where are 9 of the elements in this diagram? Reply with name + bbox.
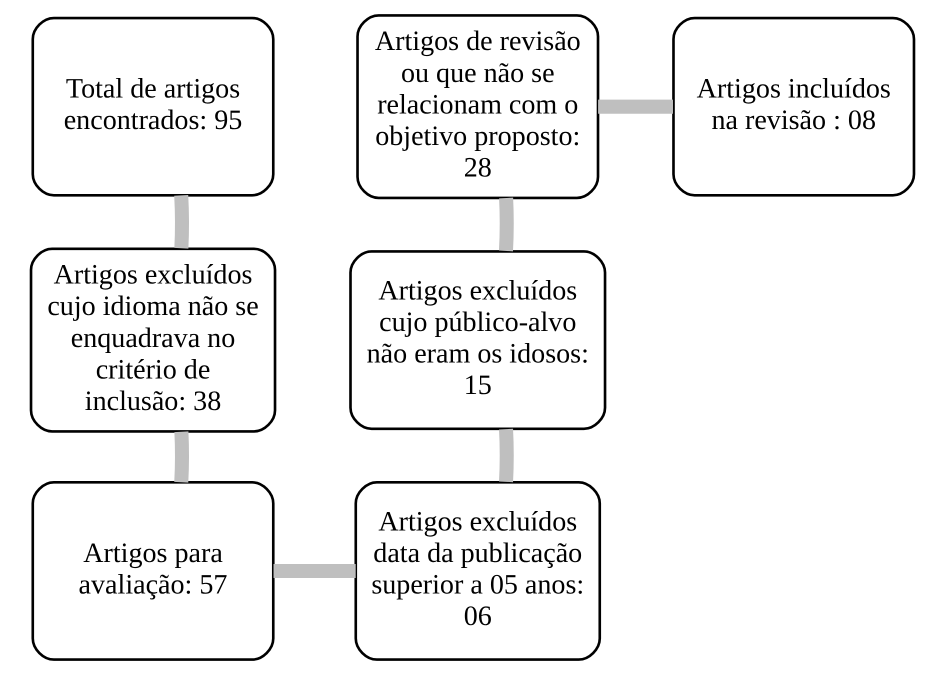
connector	[598, 100, 672, 114]
node-box: Artigos para avaliação: 57	[30, 481, 274, 661]
node-box: Total de artigos encontrados: 95	[30, 16, 274, 197]
connector	[273, 564, 356, 578]
node-box: Artigos excluídos data da publicação superior a 05 anos: 06	[354, 481, 601, 661]
node-box: Artigos de revisão ou que não se relacionam com o objetivo proposto: 28	[356, 14, 599, 200]
node-box: Artigos excluídos cujo público-alvo não eram os idosos: 15	[348, 250, 606, 430]
node-box: Artigos excluídos cujo idioma não se enquadrava no critério de inclusão: 38	[29, 248, 276, 433]
node-box: Artigos incluídos na revisão : 08	[672, 16, 915, 197]
